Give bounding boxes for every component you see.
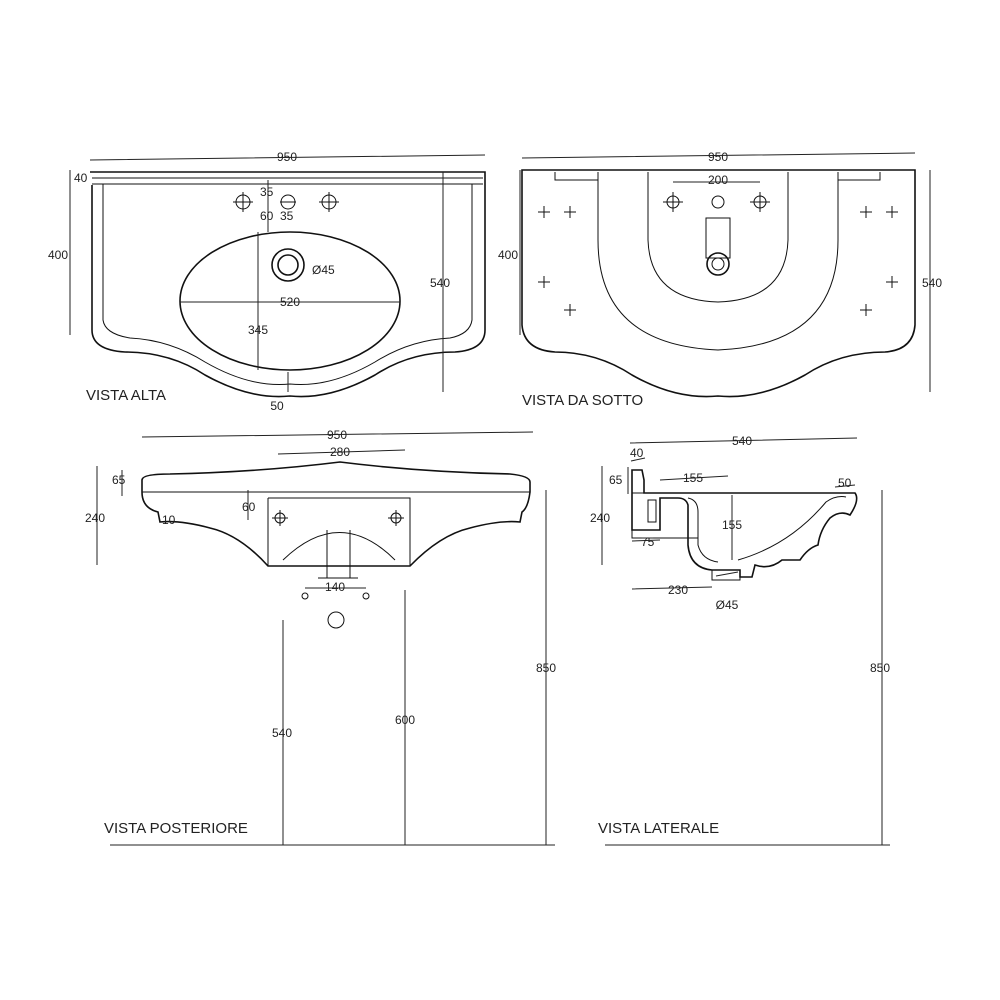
dim-rear-floor-height: 850 — [536, 661, 556, 675]
dim-side-drain: Ø45 — [716, 598, 739, 612]
bottom-view: 950 200 400 540 VISTA DA SOTTO — [498, 150, 942, 409]
dim-side-floor-height: 850 — [870, 661, 890, 675]
view-title-bottom: VISTA DA SOTTO — [522, 392, 643, 409]
rear-outline — [141, 461, 531, 567]
dim-side-height: 240 — [590, 511, 610, 525]
dim-bottom-depth: 400 — [498, 248, 518, 262]
dim-top-hole-c: 35 — [280, 209, 294, 223]
tap-holes — [233, 192, 339, 212]
dim-rear-drain-height: 540 — [272, 726, 292, 740]
drain-outer — [271, 248, 305, 282]
bottom-pedestal-arc — [554, 172, 881, 351]
view-title-side: VISTA LATERALE — [598, 820, 719, 837]
fixing-points — [538, 192, 898, 316]
dim-side-wall: 75 — [641, 535, 655, 549]
top-dim-lines — [69, 154, 486, 392]
dim-side-back: 40 — [630, 446, 644, 460]
view-title-rear: VISTA POSTERIORE — [104, 820, 248, 837]
dim-top-width: 950 — [277, 150, 297, 164]
dim-rear-inner: 280 — [330, 445, 350, 459]
dim-top-basin-depth: 345 — [248, 323, 268, 337]
dim-top-hole-b: 60 — [260, 209, 274, 223]
dim-bottom-holes: 200 — [708, 173, 728, 187]
dim-top-total-depth: 540 — [430, 276, 450, 290]
dim-side-tap: 155 — [683, 471, 703, 485]
dim-bottom-total-depth: 540 — [922, 276, 942, 290]
dim-bottom-width: 950 — [708, 150, 728, 164]
top-outline — [90, 171, 486, 398]
dim-top-depth: 400 — [48, 248, 68, 262]
bottom-outline — [521, 169, 916, 398]
dim-side-drain-pos: 230 — [668, 583, 688, 597]
dim-side-front: 50 — [838, 476, 852, 490]
dim-top-front: 50 — [270, 399, 284, 413]
rear-dim-lines — [96, 431, 555, 846]
view-title-top: VISTA ALTA — [86, 387, 166, 404]
dim-top-drain: Ø45 — [312, 263, 335, 277]
bottom-drain-block — [705, 217, 731, 259]
side-outline — [631, 469, 858, 578]
dim-rear-supply-height: 600 — [395, 713, 415, 727]
side-inner — [631, 492, 847, 581]
dim-rear-spacing: 140 — [325, 580, 345, 594]
dim-rear-rim: 65 — [112, 473, 126, 487]
top-view: 950 40 400 540 35 60 35 Ø45 520 345 50 V… — [48, 150, 486, 413]
side-view: 540 40 65 240 155 155 75 230 Ø45 50 850 … — [590, 434, 890, 846]
dim-rear-offset: 60 — [242, 500, 256, 514]
dim-rear-height: 240 — [85, 511, 105, 525]
bottom-drain — [706, 252, 730, 276]
dim-top-hole-a: 35 — [260, 185, 274, 199]
rear-holes — [272, 510, 404, 629]
dim-rear-edge: 10 — [162, 513, 176, 527]
rear-rim-line — [142, 491, 530, 579]
basin-ellipse — [179, 231, 401, 371]
dim-top-rim: 40 — [74, 171, 88, 185]
bottom-dim-lines — [519, 152, 931, 392]
dim-side-basin: 155 — [722, 518, 742, 532]
drain-inner — [277, 254, 299, 276]
dim-rear-width: 950 — [327, 428, 347, 442]
bottom-tap-hole — [711, 195, 725, 209]
dim-side-rim: 65 — [609, 473, 623, 487]
top-inner-outline — [92, 177, 483, 385]
side-dim-lines — [601, 437, 890, 846]
rear-view: 950 280 65 240 60 10 140 850 540 600 VIS… — [85, 428, 556, 846]
dim-side-depth: 540 — [732, 434, 752, 448]
dim-top-basin-width: 520 — [280, 295, 300, 309]
